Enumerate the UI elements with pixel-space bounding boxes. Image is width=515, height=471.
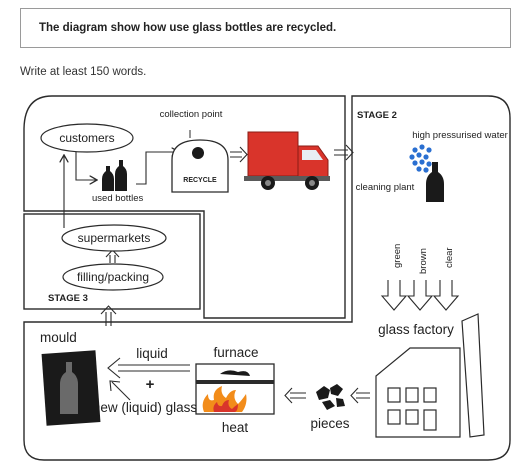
cleaning-plant-label: cleaning plant <box>356 182 415 193</box>
customers-oval <box>40 123 134 153</box>
arrow-filling-to-supermarkets <box>105 249 120 263</box>
used-bottles-label: used bottles <box>92 193 143 204</box>
arrow-bin-to-truck <box>230 146 248 163</box>
flame-icon <box>202 386 247 412</box>
mould-label: mould <box>40 330 77 345</box>
stage1-frame <box>23 95 346 319</box>
green-label: green <box>392 244 403 268</box>
mould-icon <box>41 350 101 426</box>
arrow-mould-to-filling <box>100 305 117 326</box>
arrow-truck-to-stage2 <box>334 144 354 161</box>
furnace-label: furnace <box>213 345 258 360</box>
supermarkets-label: supermarkets <box>78 231 151 245</box>
brown-label: brown <box>418 248 429 274</box>
high-pressurised-water-label: high pressurised water <box>412 130 508 141</box>
truck-icon <box>244 131 330 190</box>
arrow-pieces-to-furnace <box>284 387 306 404</box>
stage2-label: STAGE 2 <box>357 110 397 121</box>
supermarkets-oval <box>61 224 167 252</box>
clear-label: clear <box>444 247 455 268</box>
furnace-icon <box>195 363 275 415</box>
task-title: The diagram show how use glass bottles a… <box>39 22 337 34</box>
used-bottles-icon <box>102 160 127 191</box>
customers-label: customers <box>59 131 114 145</box>
arrow-factory-to-pieces <box>350 387 370 404</box>
arrow-new-glass-to-mould <box>109 380 131 401</box>
stage3-label: STAGE 3 <box>48 293 88 304</box>
glass-pieces-icon <box>316 384 345 410</box>
heat-label: heat <box>222 420 249 435</box>
task-prompt-box: The diagram show how use glass bottles a… <box>20 8 511 48</box>
task-instruction: Write at least 150 words. <box>20 66 147 78</box>
arrow-customers-to-bottles <box>75 152 96 180</box>
cleaning-bottle-icon <box>426 162 444 202</box>
new-liquid-glass-label: new (liquid) glass <box>93 400 198 415</box>
water-spray-icon <box>409 144 432 173</box>
stage2-frame <box>23 95 511 461</box>
plus-sign: + <box>146 376 155 393</box>
pieces-label: pieces <box>310 416 349 431</box>
factory-icon <box>375 313 485 438</box>
glass-factory-label: glass factory <box>378 322 454 337</box>
filling-packing-oval <box>62 263 164 291</box>
collection-point-label: collection point <box>160 109 223 120</box>
recycle-bin-label: RECYCLE <box>183 177 217 184</box>
filling-packing-label: filling/packing <box>77 270 149 284</box>
arrow-furnace-to-mould <box>107 357 190 379</box>
sorting-arrows <box>380 280 460 311</box>
recycle-bin-icon: RECYCLE <box>171 139 229 193</box>
arrow-bottles-to-collection <box>136 152 178 185</box>
liquid-label: liquid <box>136 346 168 361</box>
